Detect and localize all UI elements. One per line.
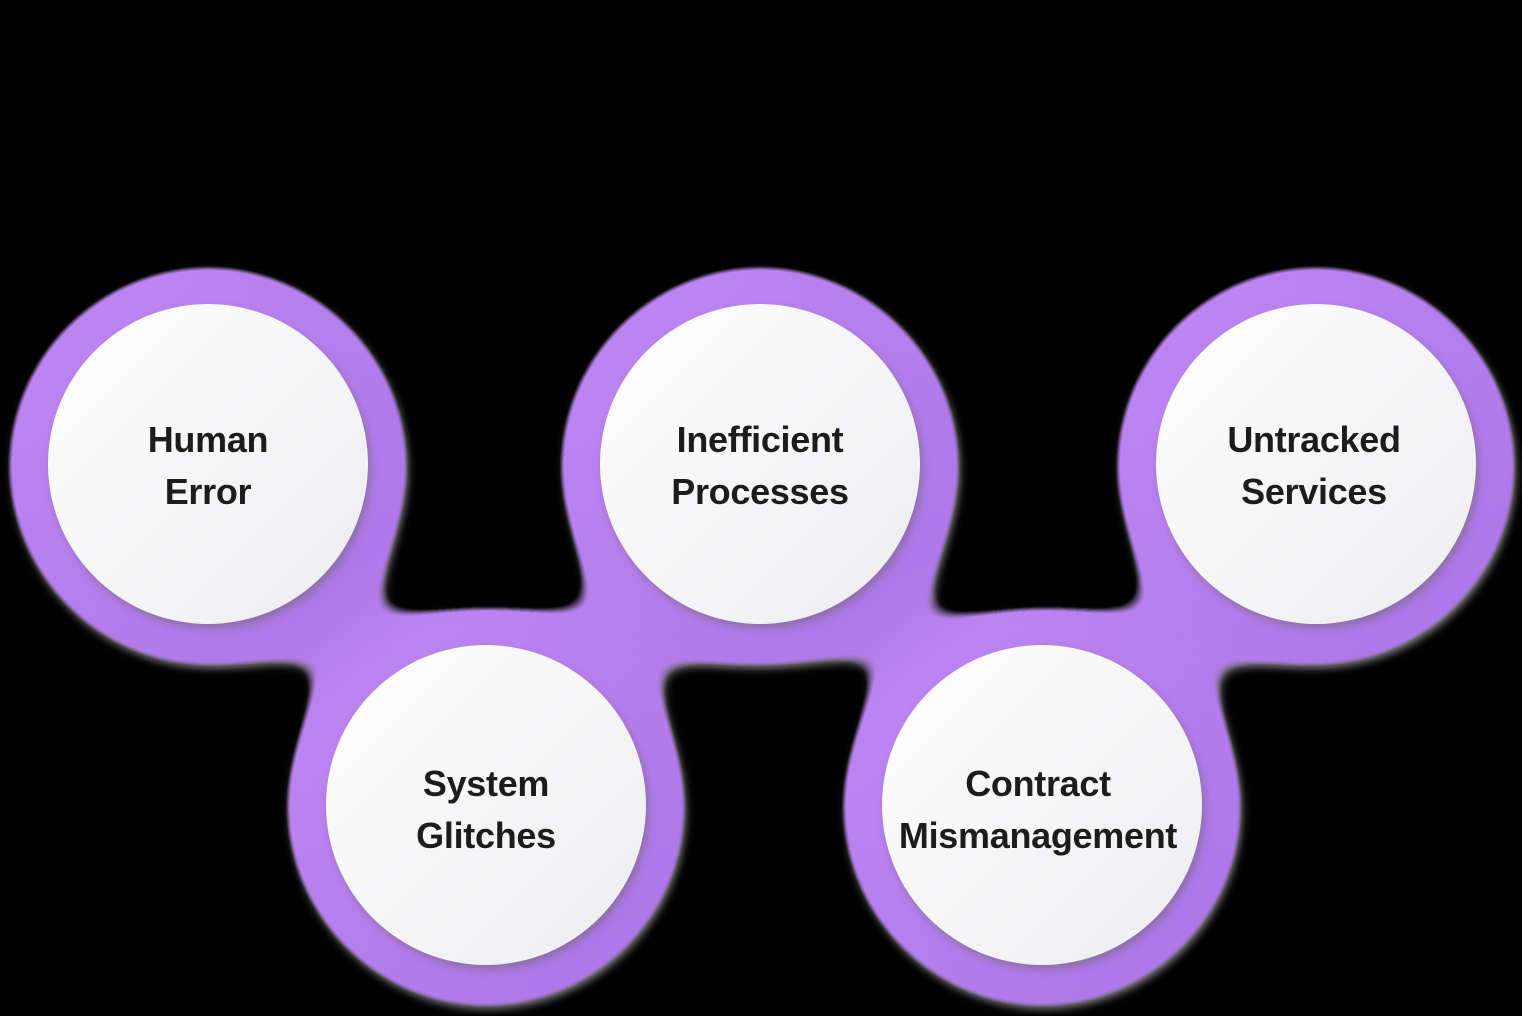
inner-circles bbox=[48, 304, 1476, 965]
inner-circle-contract-mismanagement bbox=[882, 645, 1202, 965]
inner-circle-human-error bbox=[48, 304, 368, 624]
inner-circle-inefficient-processes bbox=[600, 304, 920, 624]
inner-circle-system-glitches bbox=[326, 645, 646, 965]
inner-circle-untracked-services bbox=[1156, 304, 1476, 624]
